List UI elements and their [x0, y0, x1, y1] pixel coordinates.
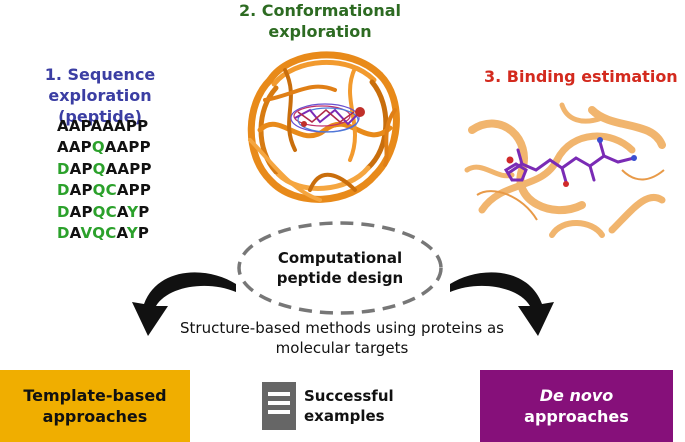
residue: A [105, 159, 118, 178]
residue: A [57, 117, 69, 135]
mutated-residue: Y [127, 202, 139, 221]
sequence-exploration-title-line1: 1. Sequence exploration [44, 65, 156, 105]
mutated-residue: C [105, 202, 117, 221]
mutated-residue: Q [92, 202, 106, 221]
conformational-exploration-title: 2. Conformational exploration [220, 0, 420, 42]
residue: P [125, 117, 138, 135]
residue: P [139, 138, 151, 157]
mutated-residue: Y [126, 224, 138, 243]
protein-ligand-complex-icon [464, 102, 666, 238]
mutated-residue: Q [92, 224, 106, 243]
curved-arrow-left-icon [132, 272, 236, 336]
residue: A [114, 117, 126, 135]
right-box-line1: De novo [524, 385, 629, 406]
residue: A [116, 138, 129, 157]
mutated-residue: D [57, 181, 70, 200]
de-novo-approaches-box: De novo approaches [480, 370, 673, 442]
residue: P [128, 138, 140, 157]
ligand-cluster [290, 103, 360, 133]
computational-peptide-design-label: Computational peptide design [260, 248, 420, 288]
residue: A [68, 117, 81, 135]
peptide-sequence: DAVQCAYP [57, 223, 152, 244]
mutated-residue: V [80, 224, 93, 243]
residue: A [69, 202, 82, 221]
mutated-residue: D [57, 159, 70, 178]
peptide-sequence: AAPAAAPP [57, 116, 152, 137]
peptide-sequence: AAPQAAPP [57, 137, 152, 158]
examples-line2: examples [304, 407, 385, 425]
right-box-line2: approaches [524, 407, 629, 426]
curved-arrow-right-icon [450, 272, 554, 336]
successful-examples-label: Successful examples [304, 386, 394, 426]
residue: A [69, 159, 82, 178]
residue: A [116, 181, 129, 200]
caption-line2: molecular targets [275, 339, 409, 357]
residue: P [80, 138, 92, 157]
mutated-residue: D [57, 202, 70, 221]
residue: P [140, 159, 152, 178]
residue: A [117, 159, 130, 178]
document-icon [262, 382, 296, 430]
residue: P [137, 117, 149, 135]
template-based-approaches-box: Template-based approaches [0, 370, 190, 442]
structure-based-caption: Structure-based methods using proteins a… [160, 318, 524, 358]
center-label-line2: peptide design [276, 269, 404, 287]
sequence-exploration-title-line2: (peptide) [58, 107, 142, 126]
residue: P [138, 202, 150, 221]
residue: P [137, 224, 150, 243]
de-novo-italic: De novo [539, 386, 614, 405]
residue: P [129, 159, 141, 178]
left-box-line1: Template-based [23, 386, 167, 405]
residue: A [57, 138, 69, 157]
peptide-sequence: DAPQCAPP [57, 180, 152, 201]
examples-line1: Successful [304, 387, 394, 405]
residue: A [104, 138, 117, 157]
peptide-sequence: DAPQCAYP [57, 202, 152, 223]
sequence-exploration-title: 1. Sequence exploration (peptide) [0, 64, 200, 127]
residue: A [90, 117, 103, 135]
residue: A [102, 117, 115, 135]
residue: P [81, 159, 93, 178]
residue: P [80, 117, 91, 135]
center-label-line1: Computational [277, 249, 403, 267]
mutated-residue: D [57, 224, 70, 243]
left-box-line2: approaches [42, 407, 148, 426]
ligand-molecule [508, 140, 636, 184]
protein-ensemble-icon [247, 51, 400, 203]
residue: P [128, 181, 140, 200]
mutated-residue: Q [92, 159, 106, 178]
residue: A [116, 202, 128, 221]
residue: A [68, 138, 81, 157]
conformational-exploration-title-line1: 2. Conformational [238, 1, 401, 20]
caption-line1: Structure-based methods using proteins a… [180, 319, 504, 337]
residue: P [139, 181, 152, 200]
residue: A [116, 224, 127, 243]
residue: A [69, 224, 81, 243]
mutated-residue: C [105, 224, 117, 243]
residue: P [81, 181, 93, 200]
mutated-residue: C [105, 181, 117, 200]
mutated-residue: Q [92, 181, 106, 200]
peptide-sequence: DAPQAAPP [57, 159, 152, 180]
mutated-residue: Q [91, 138, 105, 157]
residue: A [69, 181, 82, 200]
binding-estimation-title: 3. Binding estimation [484, 67, 678, 86]
conformational-exploration-title-line2: exploration [268, 22, 372, 41]
design-ellipse [237, 221, 443, 315]
residue: P [81, 202, 93, 221]
